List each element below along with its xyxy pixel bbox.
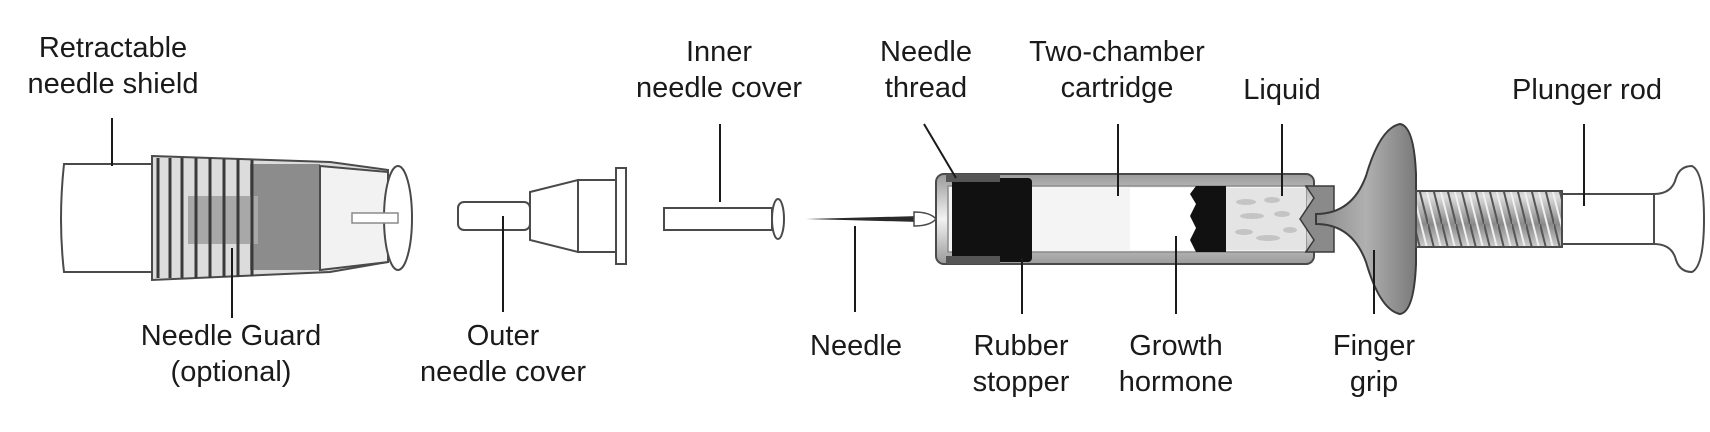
outer-needle-cover-shape <box>457 167 627 265</box>
label-plunger-rod: Plunger rod <box>1512 74 1662 106</box>
finger-grip-shape <box>1315 122 1417 316</box>
label-rubber-stopper: Rubber stopper <box>972 330 1070 398</box>
needle-guard-dark-band <box>250 164 320 270</box>
leader-needle-thread <box>923 123 957 179</box>
label-liquid: Liquid <box>1243 74 1321 106</box>
label-needle: Needle <box>810 330 902 362</box>
label-two-chamber-cartridge: Two-chamber cartridge <box>1029 36 1205 104</box>
needle-shape <box>806 211 937 227</box>
needle-shield-assembly <box>60 154 413 282</box>
label-growth-hormone: Growth hormone <box>1118 330 1234 398</box>
label-finger-grip: Finger grip <box>1332 330 1416 398</box>
label-needle-thread: Needle thread <box>880 36 972 104</box>
leader-lines <box>111 118 1585 318</box>
label-outer-needle-cover: Outer needle cover <box>419 320 587 388</box>
liquid-bubbles <box>1235 197 1297 241</box>
needle-guard-ribs <box>156 158 254 278</box>
cartridge-shape <box>935 173 1335 265</box>
label-retractable-needle-shield: Retractable needle shield <box>27 32 199 100</box>
plunger-rod-shape <box>1415 164 1706 274</box>
label-needle-guard: Needle Guard (optional) <box>140 320 322 388</box>
label-inner-needle-cover: Inner needle cover <box>635 36 803 104</box>
inner-needle-cover-shape <box>663 198 785 240</box>
shield-body <box>60 163 153 273</box>
